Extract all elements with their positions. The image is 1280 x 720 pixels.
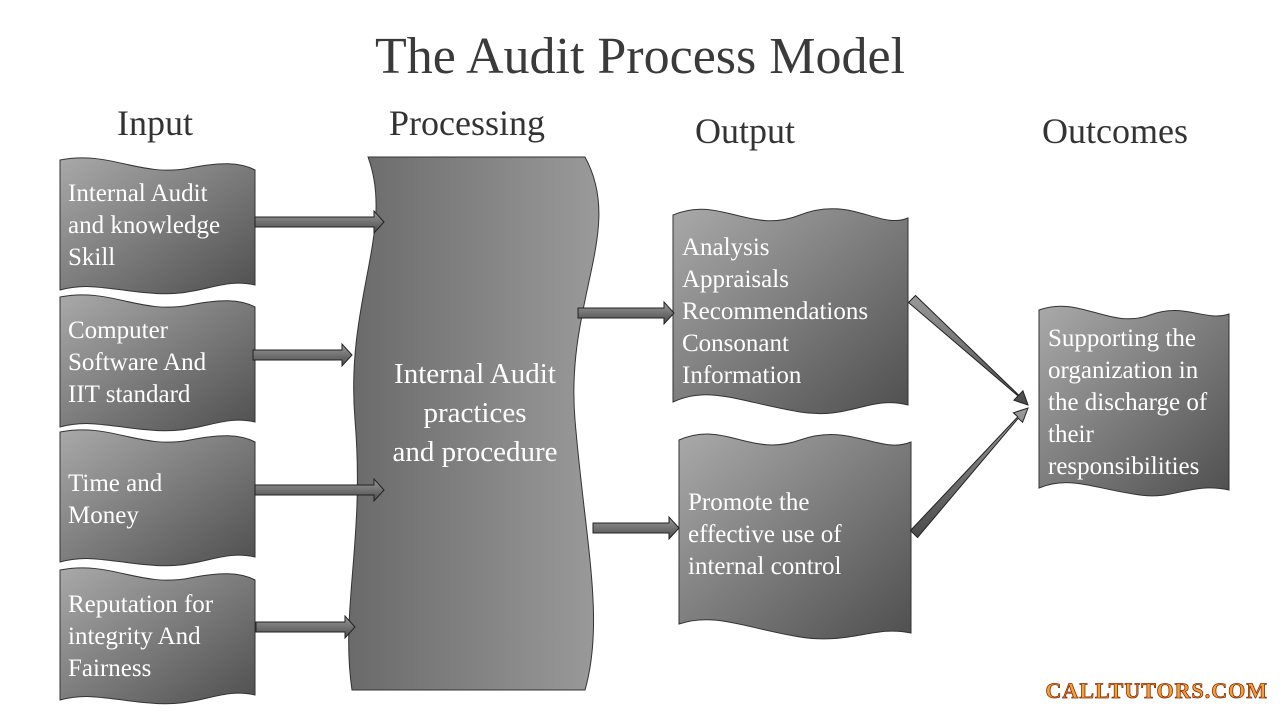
arrow-process-2: [592, 515, 680, 541]
arrow-input-4: [255, 614, 356, 640]
input-box-1: [59, 157, 256, 295]
processing-box: [348, 156, 600, 691]
outcome-label: Supporting the organization in the disch…: [1048, 325, 1208, 480]
processing-label: Internal Audit practices and procedure: [392, 358, 558, 468]
input-box-3: [59, 429, 256, 567]
column-heading-output: Output: [695, 111, 796, 151]
input-label-1: Internal Audit and knowledge Skill: [68, 180, 221, 271]
arrow-output-1: [907, 294, 1029, 406]
brand-watermark: CALLTUTORS.COM: [1045, 678, 1268, 704]
outcome-box: [1038, 305, 1230, 497]
output-box-1: [672, 208, 909, 415]
input-box-4: [59, 567, 256, 705]
input-label-3: Time and Money: [68, 470, 163, 529]
column-heading-processing: Processing: [389, 103, 545, 143]
output-label-1: Analysis Appraisals Recommendations Cons…: [682, 234, 869, 389]
arrow-input-1: [254, 209, 385, 235]
input-label-2: Computer Software And IIT standard: [68, 317, 207, 408]
arrow-process-1: [577, 300, 675, 326]
arrow-input-2: [252, 342, 353, 368]
output-label-2: Promote the effective use of internal co…: [688, 489, 842, 580]
diagram-title: The Audit Process Model: [374, 28, 906, 85]
column-heading-input: Input: [117, 103, 193, 143]
output-box-2: [678, 433, 912, 640]
arrow-output-2: [909, 407, 1029, 539]
column-heading-outcomes: Outcomes: [1042, 111, 1188, 151]
arrow-input-3: [254, 477, 385, 503]
input-label-4: Reputation for integrity And Fairness: [68, 591, 214, 682]
input-box-2: [59, 294, 256, 432]
